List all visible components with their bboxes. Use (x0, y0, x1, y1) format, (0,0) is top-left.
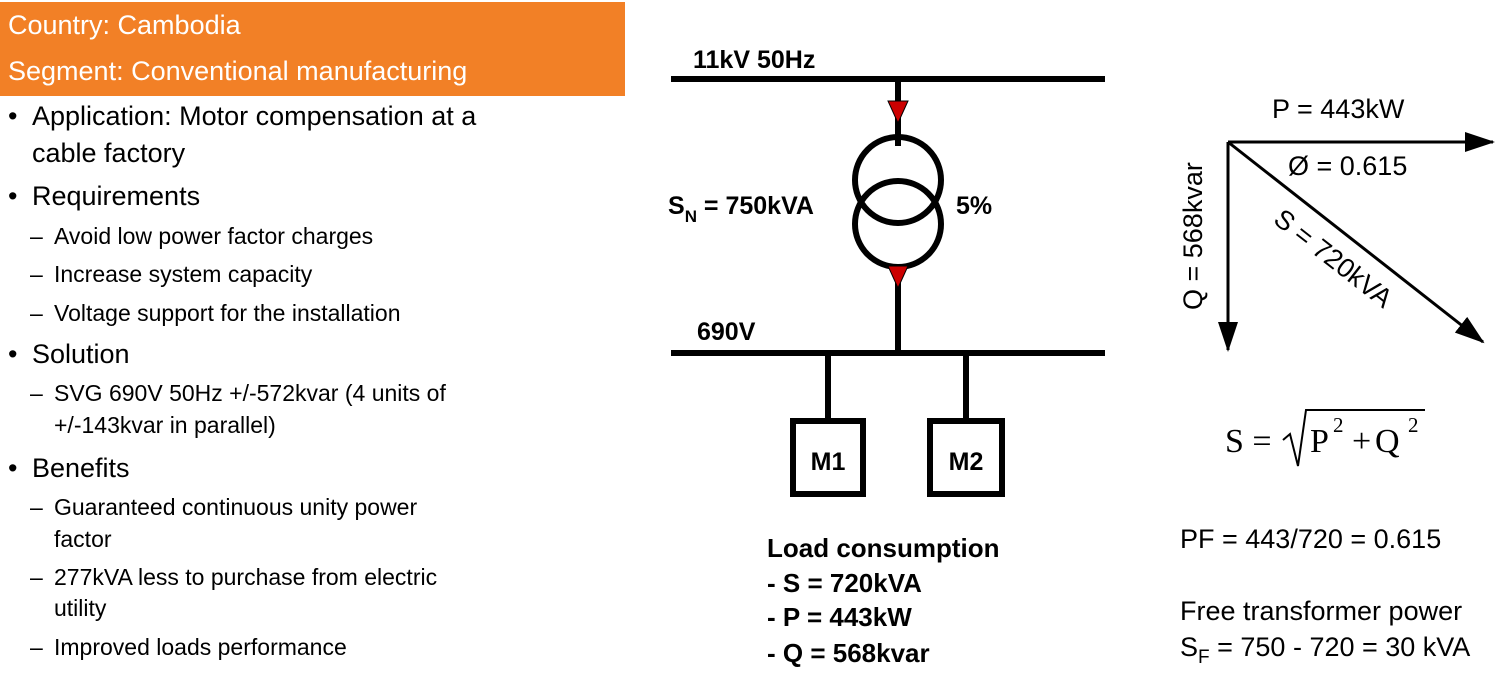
flow-arrow-hv-icon (887, 100, 909, 125)
load-p-value: - P = 443kW (767, 602, 912, 632)
load-title: Load consumption (767, 533, 1000, 563)
motor-2-label: M2 (949, 448, 984, 476)
header-banner: Country: Cambodia Segment: Conventional … (0, 2, 625, 96)
phi-label: Ø = 0.615 (1288, 151, 1407, 181)
free-power-value: SF = 750 - 720 = 30 kVA (1180, 632, 1471, 668)
country-label: Country: Cambodia (8, 10, 241, 40)
motor-2-box (927, 418, 1005, 497)
motor-1-label: M1 (811, 448, 846, 476)
pf-result: PF = 443/720 = 0.615 (1180, 524, 1442, 554)
transformer-rating-label: SN = 750kVA (668, 192, 814, 226)
formula-q-exponent: 2 (1408, 413, 1419, 437)
flow-arrow-lv-icon (887, 265, 909, 290)
p-vector-label: P = 443kW (1272, 94, 1405, 124)
segment-label: Segment: Conventional manufacturing (8, 56, 468, 86)
formula-p: P (1310, 423, 1329, 460)
free-power-title: Free transformer power (1180, 596, 1463, 626)
formula-plus: + (1352, 423, 1371, 460)
transformer-primary-winding (852, 134, 944, 226)
formula-lhs: S = (1225, 423, 1272, 460)
load-s-value: - S = 720kVA (767, 568, 922, 598)
formula-p-exponent: 2 (1333, 413, 1344, 437)
transformer-impedance-label: 5% (956, 192, 992, 220)
apparent-power-formula: S = P 2 + Q 2 (1225, 409, 1425, 467)
hv-bus-label: 11kV 50Hz (693, 46, 815, 74)
lv-bus-label: 690V (697, 318, 756, 346)
load-q-value: - Q = 568kvar (767, 638, 930, 668)
sqrt-radical-icon (1282, 409, 1425, 467)
s-vector-arrow (1227, 140, 1485, 344)
q-vector-label: Q = 568kvar (1178, 162, 1208, 310)
motor-1-box (790, 418, 866, 497)
formula-q: Q (1375, 423, 1400, 460)
